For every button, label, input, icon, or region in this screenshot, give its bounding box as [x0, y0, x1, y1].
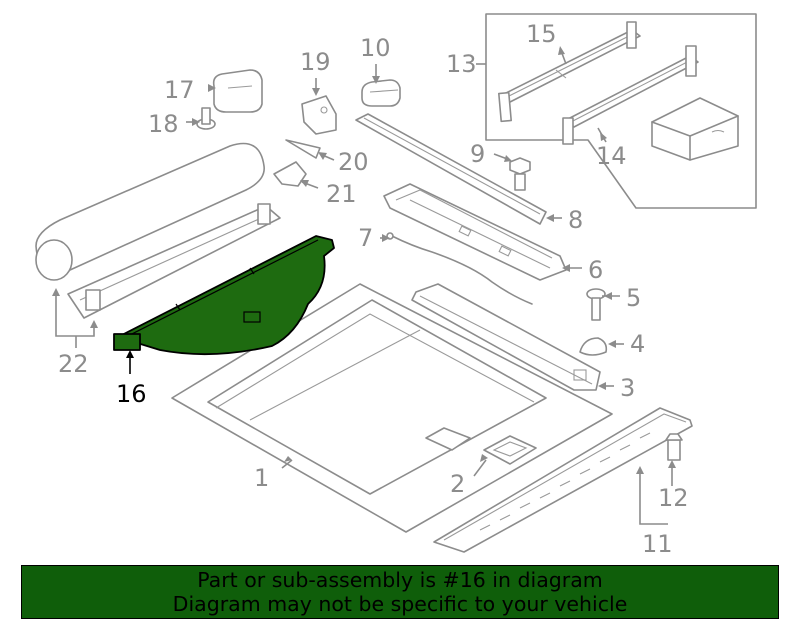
storage-box	[651, 97, 739, 161]
part-14-bar	[562, 45, 699, 145]
callout-7: 7	[358, 224, 373, 252]
parts-diagram: 1 2 3 4 5 6 7 8 9 10 11 12 13 14 15 16 1…	[35, 13, 757, 558]
callout-11: 11	[642, 530, 673, 558]
part-19-bracket	[301, 95, 337, 135]
part-21-clip	[273, 161, 307, 187]
callout-13: 13	[446, 50, 477, 78]
callout-14: 14	[596, 142, 627, 170]
callout-17: 17	[164, 76, 195, 104]
callout-4: 4	[630, 330, 645, 358]
banner-line-2: Diagram may not be specific to your vehi…	[172, 592, 628, 616]
part-10-clip	[361, 79, 401, 107]
callout-16: 16	[116, 380, 147, 408]
banner-line-1: Part or sub-assembly is #16 in diagram	[197, 568, 603, 592]
inset-box	[485, 13, 757, 209]
part-4-cap	[579, 337, 608, 356]
callout-20: 20	[338, 148, 369, 176]
callout-9: 9	[470, 140, 485, 168]
part-9-bolt	[509, 157, 531, 191]
part-6-track	[383, 183, 567, 281]
callout-18: 18	[148, 110, 179, 138]
callout-2: 2	[450, 470, 465, 498]
info-banner: Part or sub-assembly is #16 in diagram D…	[21, 565, 779, 619]
callout-10: 10	[360, 34, 391, 62]
callout-21: 21	[326, 180, 357, 208]
callout-19: 19	[300, 48, 331, 76]
part-12-clip	[665, 433, 683, 461]
callout-22: 22	[58, 350, 89, 378]
callout-3: 3	[620, 374, 635, 402]
part-18-pin	[196, 107, 216, 130]
part-22-roller	[35, 142, 281, 319]
part-3-rail	[411, 283, 601, 391]
part-5-screw	[586, 288, 606, 321]
callout-labels: 1 2 3 4 5 6 7 8 9 10 11 12 13 14 15 16 1…	[58, 20, 689, 558]
callout-15: 15	[526, 20, 557, 48]
callout-8: 8	[568, 206, 583, 234]
callout-12: 12	[658, 484, 689, 512]
part-11-sill-plate	[433, 407, 693, 553]
part-20-clip	[285, 139, 321, 159]
callout-5: 5	[626, 284, 641, 312]
part-8-rail	[355, 113, 547, 225]
part-15-bar	[497, 21, 641, 123]
part-2-clip	[483, 435, 537, 465]
callout-6: 6	[588, 256, 603, 284]
arrowheads	[52, 46, 676, 474]
part-17-handle	[212, 69, 263, 113]
part-16-cargo-cover	[113, 235, 335, 356]
callout-1: 1	[254, 464, 269, 492]
